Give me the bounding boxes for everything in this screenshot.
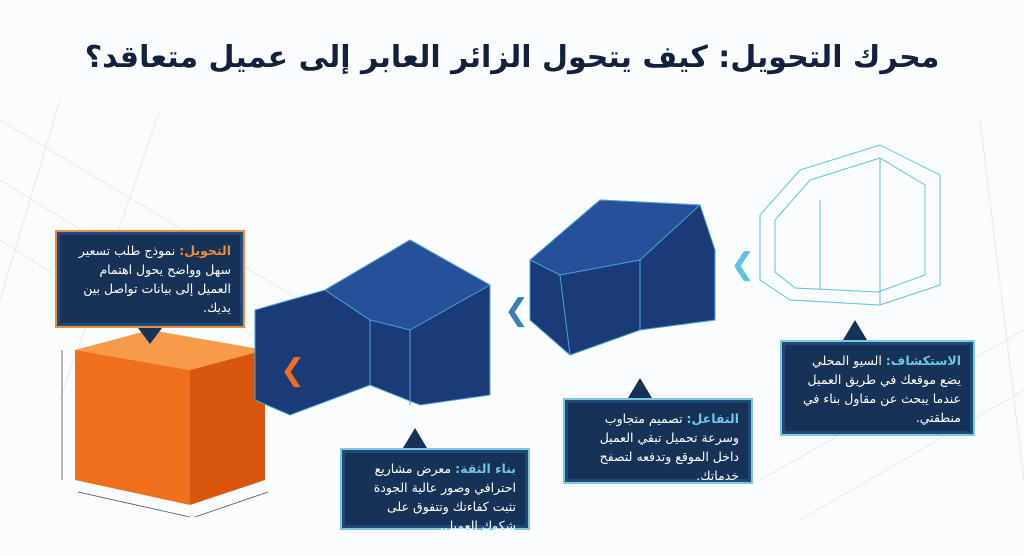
- step-label: التفاعل:: [686, 411, 739, 426]
- orange-cube-icon: [61, 330, 269, 518]
- chevron-left-icon: ❮: [504, 293, 530, 328]
- step-text: نموذج طلب تسعير سهل وواضح يحول اهتمام ال…: [78, 243, 231, 315]
- step-card-trust: بناء الثقة: معرض مشاريع احترافي وصور عال…: [340, 448, 530, 533]
- funnel-shape-trust: [254, 239, 492, 416]
- step-text: السيو المحلي يضع موقعك في طريق العميل عن…: [802, 353, 961, 425]
- card-pointer: [403, 428, 427, 448]
- page-title: محرك التحويل: كيف يتحول الزائر العابر إل…: [84, 40, 940, 75]
- step-card-conversion: التحويل: نموذج طلب تسعير سهل وواضح يحول …: [55, 230, 245, 328]
- chevron-left-icon: ❮: [730, 247, 756, 282]
- chevron-left-icon: ❮: [280, 353, 306, 388]
- step-label: بناء الثقة:: [455, 461, 516, 476]
- wireframe-shape-discovery: [759, 144, 941, 306]
- step-text: تصميم متجاوب وسرعة تحميل تبقي العميل داخ…: [599, 411, 739, 483]
- step-card-discovery: الاستكشاف: السيو المحلي يضع موقعك في طري…: [780, 340, 975, 436]
- funnel-shape-interaction: [529, 199, 716, 356]
- card-pointer: [138, 328, 162, 344]
- step-card-interaction: التفاعل: تصميم متجاوب وسرعة تحميل تبقي ا…: [563, 398, 753, 484]
- step-text: معرض مشاريع احترافي وصور عالية الجودة تث…: [373, 461, 516, 533]
- step-label: الاستكشاف:: [885, 353, 961, 368]
- card-pointer: [628, 378, 652, 398]
- card-pointer: [843, 320, 867, 340]
- step-label: التحويل:: [179, 243, 231, 258]
